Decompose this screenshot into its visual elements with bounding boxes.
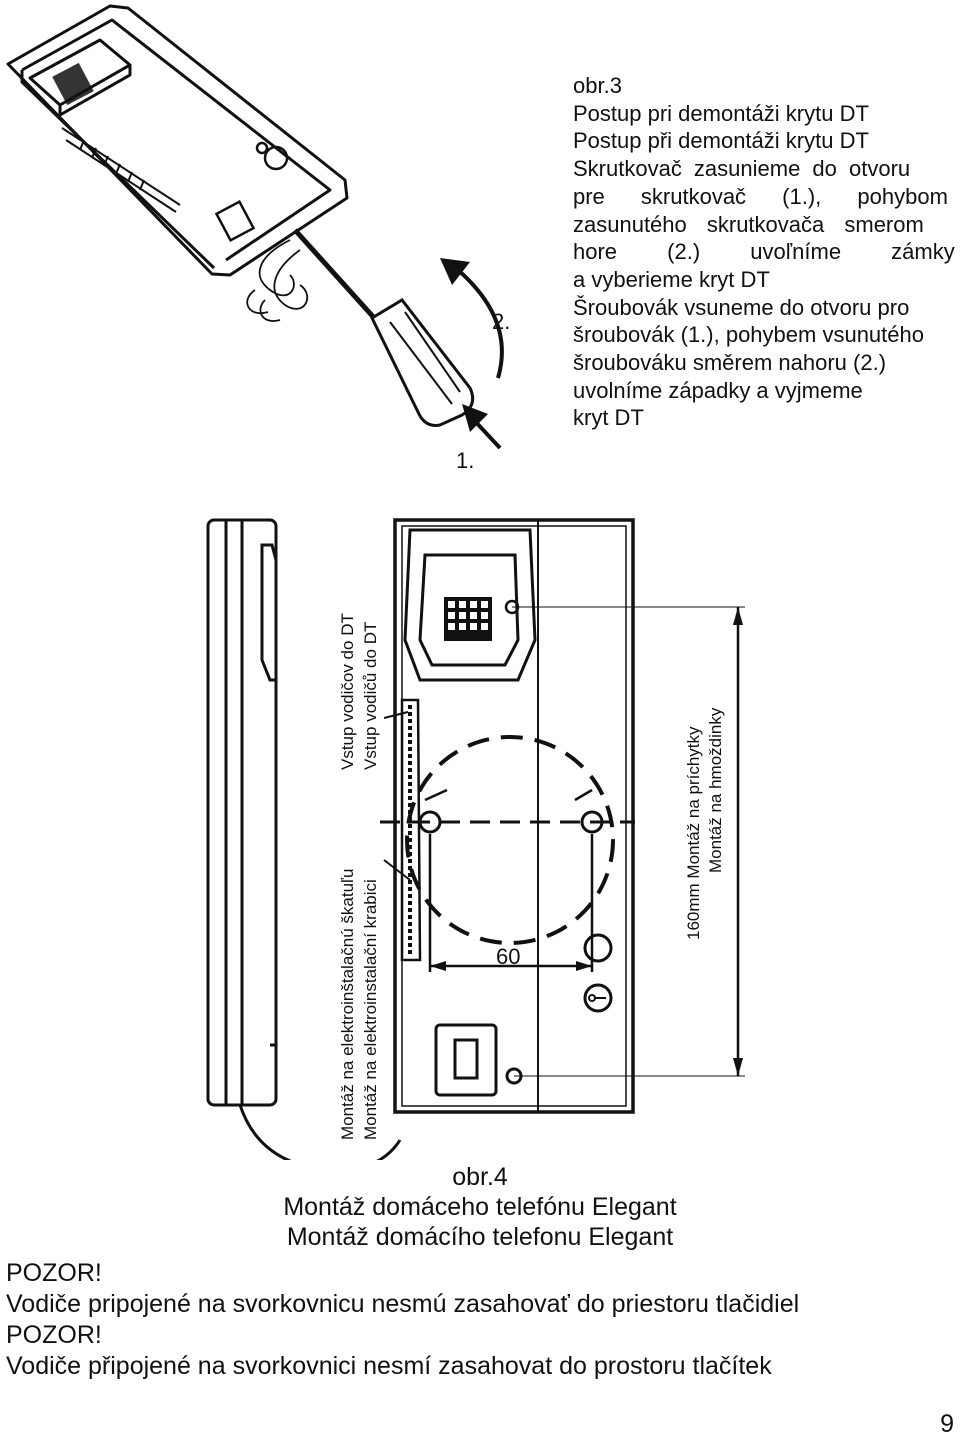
fig3-line: Skrutkovač zasunieme do otvoru bbox=[573, 156, 911, 182]
fig4-illustration bbox=[206, 518, 745, 1160]
wire-entry-label-cz: Vstup vodičů do DT bbox=[361, 621, 380, 770]
warning-text-cz: Vodiče připojené na svorkovnici nesmí za… bbox=[6, 1352, 772, 1380]
box-mount-label-cz: Montáž na elektroinstalační krabici bbox=[361, 879, 380, 1140]
fig3-line: Postup pri demontáži krytu DT bbox=[573, 100, 869, 126]
dimension-60-label: 60 bbox=[496, 944, 521, 969]
fig4-label: obr.4 bbox=[452, 1163, 508, 1191]
fig3-line: zasunutého skrutkovača smerom bbox=[573, 211, 924, 237]
warning-block: POZOR! Vodiče pripojené na svorkovnicu n… bbox=[6, 1258, 799, 1382]
fig3-line: kryt DT bbox=[573, 405, 644, 431]
fig4-caption-sk: Montáž domáceho telefónu Elegant bbox=[283, 1193, 677, 1221]
dimension-160-label-sk: 160mm Montáž na príchytky bbox=[684, 726, 703, 940]
fig3-line: Postup při demontáži krytu DT bbox=[573, 128, 869, 154]
box-mount-label-sk: Montáž na elektroinštalačnú škatuľu bbox=[338, 868, 357, 1140]
fig3-line: a vyberieme kryt DT bbox=[573, 266, 770, 292]
fig3-line: šroubováku směrem nahoru (2.) bbox=[573, 350, 887, 376]
step-1-label: 1. bbox=[456, 448, 475, 473]
fig3-line: šroubovák (1.), pohybem vsunutého bbox=[573, 322, 924, 348]
dimension-160-label-cz: Montáž na hmoždinky bbox=[706, 707, 725, 873]
warning-text-sk: Vodiče pripojené na svorkovnicu nesmú za… bbox=[6, 1290, 800, 1318]
warning-heading: POZOR! bbox=[6, 1259, 102, 1287]
warning-heading: POZOR! bbox=[6, 1321, 102, 1349]
fig3-text-block: obr.3 Postup pri demontáži krytu DT Post… bbox=[573, 72, 958, 432]
fig3-label: obr.3 bbox=[573, 73, 622, 98]
fig3-illustration bbox=[6, 4, 504, 450]
fig4-caption-cz: Montáž domácího telefonu Elegant bbox=[286, 1223, 674, 1251]
fig4-caption: obr.4 Montáž domáceho telefónu Elegant M… bbox=[0, 1162, 960, 1252]
wire-entry-label-sk: Vstup vodičov do DT bbox=[338, 613, 357, 770]
page-number: 9 bbox=[940, 1410, 954, 1438]
fig3-line: Šroubovák vsuneme do otvoru pro bbox=[573, 294, 910, 320]
fig3-line: hore (2.) uvoľníme zámky bbox=[573, 239, 955, 265]
fig3-line: uvolníme západky a vyjmeme bbox=[573, 377, 863, 403]
step-2-label: 2. bbox=[492, 309, 511, 334]
fig3-line: pre skrutkovač (1.), pohybom bbox=[573, 183, 948, 209]
